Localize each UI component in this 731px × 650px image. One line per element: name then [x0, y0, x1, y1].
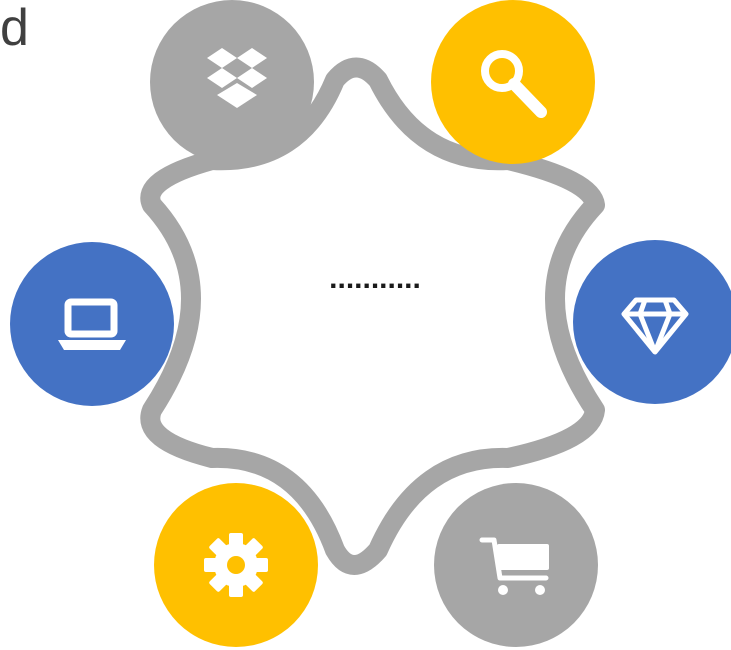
- laptop-icon: [58, 298, 126, 350]
- node-laptop[interactable]: [10, 242, 174, 406]
- search-icon: [481, 50, 547, 118]
- star-outline: [140, 57, 605, 575]
- gear-icon: [204, 533, 268, 597]
- node-dropbox[interactable]: [150, 0, 314, 164]
- dropbox-icon: [207, 48, 267, 108]
- header-partial-text: d: [0, 0, 29, 57]
- node-cart[interactable]: [434, 483, 598, 647]
- cart-icon: [479, 537, 549, 595]
- node-gear[interactable]: [154, 483, 318, 647]
- node-search[interactable]: [431, 0, 595, 164]
- diamond-icon: [621, 297, 689, 355]
- center-label: ...........: [329, 262, 421, 295]
- node-diamond[interactable]: [573, 240, 731, 404]
